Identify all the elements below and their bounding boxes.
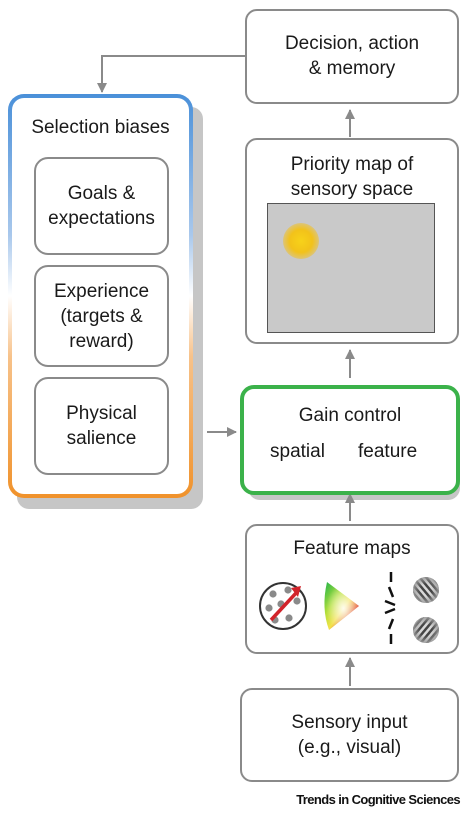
decision-action-memory-box: Decision, action & memory xyxy=(245,9,459,104)
sensory-input-label: Sensory input (e.g., visual) xyxy=(291,712,408,758)
gain-spatial-label: spatial xyxy=(270,441,325,462)
decision-label: Decision, action & memory xyxy=(284,33,420,79)
grating-icon xyxy=(413,617,439,643)
journal-footer: Trends in Cognitive Sciences xyxy=(296,792,460,807)
goals-expectations-box: Goals & expectations xyxy=(34,157,169,255)
motion-dots-icon xyxy=(259,582,307,630)
gain-control-box: Gain control spatial feature xyxy=(240,385,460,495)
gain-feature-label: feature xyxy=(358,441,418,462)
selection-biases-title: Selection biases xyxy=(31,117,170,138)
priority-map-label: Priority map of sensory space xyxy=(290,154,414,200)
orientation-lines-icon xyxy=(384,572,396,644)
feature-maps-box: Feature maps xyxy=(245,524,459,654)
sensory-input-box: Sensory input (e.g., visual) xyxy=(240,688,459,782)
selection-biases-box: Selection biases Goals & expectations Ex… xyxy=(8,94,193,498)
feature-icons xyxy=(259,572,439,644)
physical-salience-label: Physical salience xyxy=(66,403,137,449)
feature-maps-title: Feature maps xyxy=(293,538,411,559)
arrow-decision-to-selection xyxy=(97,55,245,93)
priority-map-panel xyxy=(267,203,435,333)
experience-label: Experience (targets & reward) xyxy=(53,281,150,352)
color-spectrum-icon xyxy=(324,582,359,630)
gain-control-title: Gain control xyxy=(298,405,402,426)
experience-box: Experience (targets & reward) xyxy=(34,265,169,367)
grating-icon xyxy=(413,577,439,603)
selection-biases-inner: Selection biases Goals & expectations Ex… xyxy=(12,98,189,494)
attention-spot-icon xyxy=(283,223,319,259)
physical-salience-box: Physical salience xyxy=(34,377,169,475)
goals-expectations-label: Goals & expectations xyxy=(48,183,155,229)
priority-map-box: Priority map of sensory space xyxy=(245,138,459,344)
